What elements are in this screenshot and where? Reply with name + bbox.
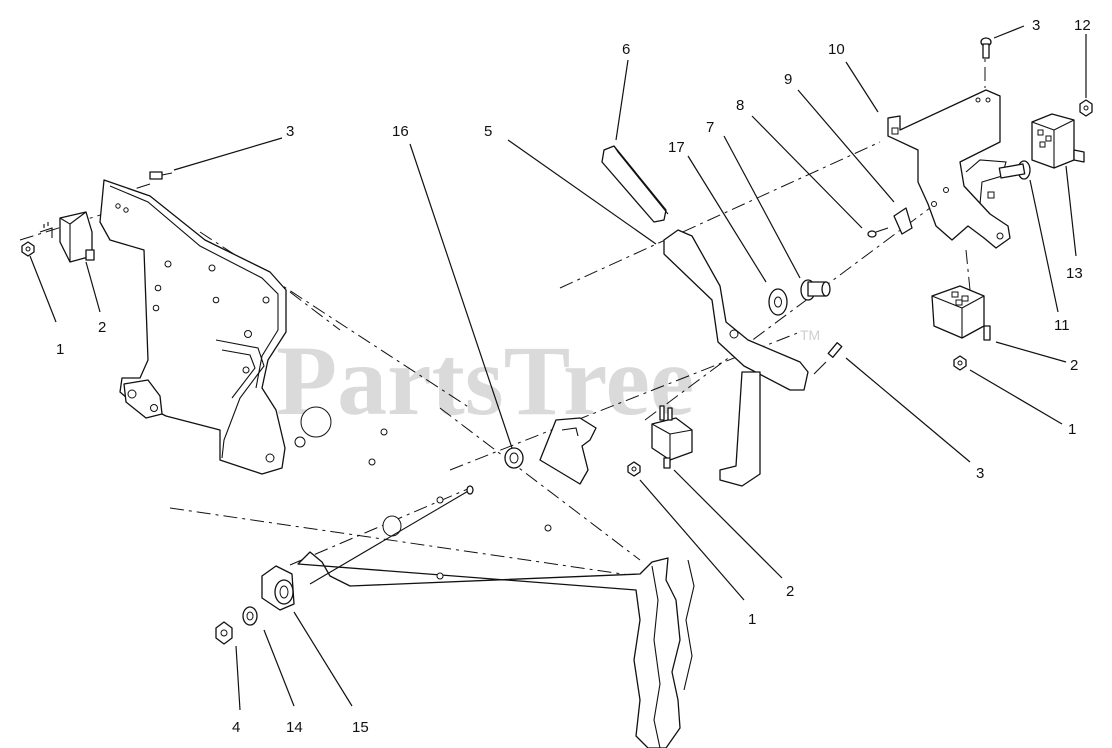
callout-5: 5 <box>484 123 492 140</box>
callout-9: 9 <box>784 71 792 88</box>
lower-right-hex-nut <box>953 355 967 371</box>
switch-bolt <box>813 342 843 375</box>
callout-8: 8 <box>736 97 744 114</box>
left-side-panel <box>99 179 388 475</box>
upper-hex-nut <box>1079 99 1093 117</box>
pedal-arm <box>663 229 809 487</box>
switch-mount-bracket <box>887 89 1011 249</box>
lower-interlock-switch <box>931 285 991 341</box>
callout-2-left: 2 <box>98 319 106 336</box>
callout-12: 12 <box>1074 17 1091 34</box>
callout-17: 17 <box>668 139 685 156</box>
carriage-bolt <box>998 160 1031 180</box>
callout-14: 14 <box>286 719 303 736</box>
middle-interlock-switch <box>651 405 693 469</box>
flat-washer <box>242 606 258 626</box>
callout-11: 11 <box>1054 317 1070 334</box>
watermark-text: PartsTree <box>276 325 694 436</box>
callout-16: 16 <box>392 123 409 140</box>
callout-10: 10 <box>828 41 845 58</box>
pivot-bolt <box>800 279 831 301</box>
leader-lines <box>29 25 1087 711</box>
callout-labels: 3 1 2 16 5 6 17 7 8 9 10 3 12 13 11 2 1 … <box>56 17 1091 736</box>
callout-6: 6 <box>622 41 630 58</box>
lower-hex-nut <box>215 621 233 645</box>
callout-4: 4 <box>232 719 240 736</box>
callout-3-middle: 3 <box>976 465 984 482</box>
callout-3-top: 3 <box>1032 17 1040 34</box>
pivot-pin <box>309 485 474 585</box>
left-hex-nut <box>21 241 35 257</box>
callout-2-right: 2 <box>1070 357 1078 374</box>
callout-2-middle: 2 <box>786 583 794 600</box>
left-screw <box>149 171 173 180</box>
callout-1-right: 1 <box>1068 421 1076 438</box>
pedal-pad <box>601 145 669 223</box>
pedal-washer <box>768 288 788 316</box>
callout-1-left: 1 <box>56 341 64 358</box>
callout-1-middle: 1 <box>748 611 756 628</box>
callout-13: 13 <box>1066 265 1083 282</box>
watermark-trademark: TM <box>800 327 820 343</box>
callout-15: 15 <box>352 719 369 736</box>
bushing <box>504 447 524 469</box>
callout-7: 7 <box>706 119 714 136</box>
left-interlock-switch <box>39 211 95 263</box>
spring-clip <box>539 417 597 485</box>
top-screw <box>980 37 992 59</box>
cable-clamp <box>261 565 295 611</box>
lower-frame-panel <box>297 496 695 748</box>
upper-interlock-switch <box>1031 113 1085 169</box>
callout-3-left: 3 <box>286 123 294 140</box>
small-screw <box>867 227 889 238</box>
key <box>893 207 913 235</box>
middle-hex-nut <box>627 461 641 477</box>
